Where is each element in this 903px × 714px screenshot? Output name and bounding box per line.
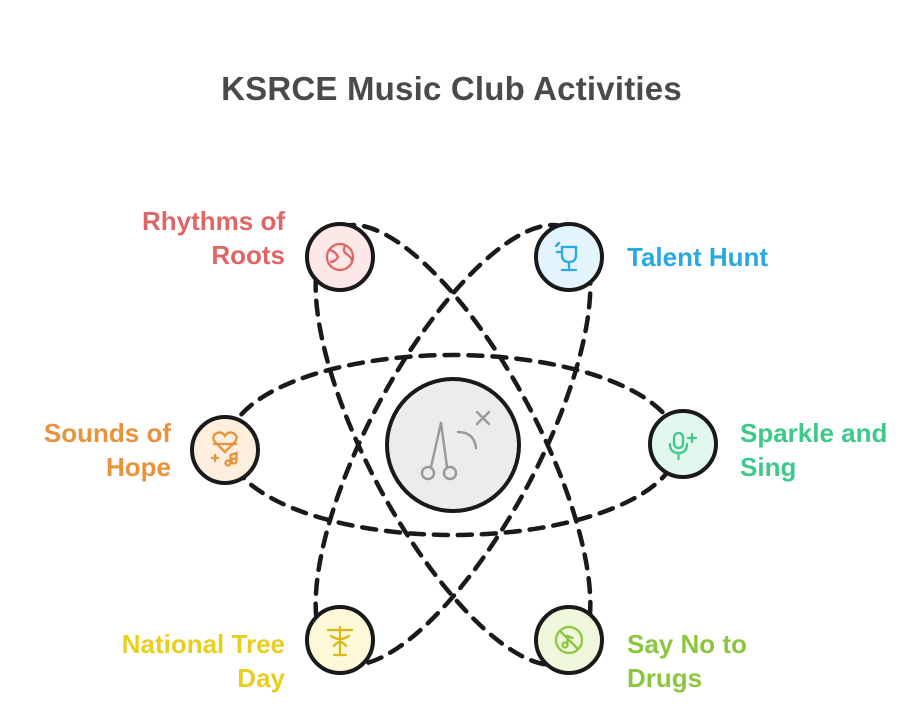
label-sounds-of-hope-line1: Sounds of [43, 418, 171, 448]
center-node [385, 377, 521, 513]
node-rhythms-of-roots[interactable] [305, 222, 375, 292]
label-sounds-of-hope-line2: Hope [106, 452, 171, 482]
diagram-title: KSRCE Music Club Activities [221, 70, 682, 107]
globe-icon [325, 242, 355, 272]
node-sparkle-and-sing[interactable] [648, 409, 718, 479]
label-rhythms-of-roots-line2: Roots [211, 240, 285, 270]
label-sparkle-and-sing-line1: Sparkle and [740, 418, 888, 448]
no-drugs-icon [554, 625, 584, 655]
label-national-tree-day: National Tree Day [122, 627, 285, 695]
label-sparkle-and-sing: Sparkle and Sing [740, 416, 887, 484]
label-talent-hunt: Talent Hunt [627, 240, 768, 274]
scissors-sparkle-icon [420, 410, 491, 481]
label-rhythms-of-roots-line1: Rhythms of [142, 206, 285, 236]
microphone-sparkle-icon [668, 431, 698, 461]
node-say-no-to-drugs[interactable] [534, 605, 604, 675]
label-rhythms-of-roots: Rhythms of Roots [142, 204, 285, 272]
label-say-no-to-drugs-line2: Drugs [627, 663, 703, 693]
node-talent-hunt[interactable] [534, 222, 604, 292]
label-say-no-to-drugs-line1: Say No to [627, 629, 747, 659]
heart-music-icon [210, 431, 238, 467]
label-say-no-to-drugs: Say No to Drugs [627, 627, 747, 695]
node-sounds-of-hope[interactable] [190, 415, 260, 485]
label-sparkle-and-sing-line2: Sing [740, 452, 797, 482]
trophy-icon [554, 241, 578, 272]
tree-icon [326, 625, 354, 657]
label-sounds-of-hope: Sounds of Hope [44, 416, 171, 484]
node-national-tree-day[interactable] [305, 605, 375, 675]
label-national-tree-day-line1: National Tree [121, 629, 285, 659]
label-national-tree-day-line2: Day [237, 663, 285, 693]
label-talent-hunt-line1: Talent Hunt [627, 242, 769, 272]
